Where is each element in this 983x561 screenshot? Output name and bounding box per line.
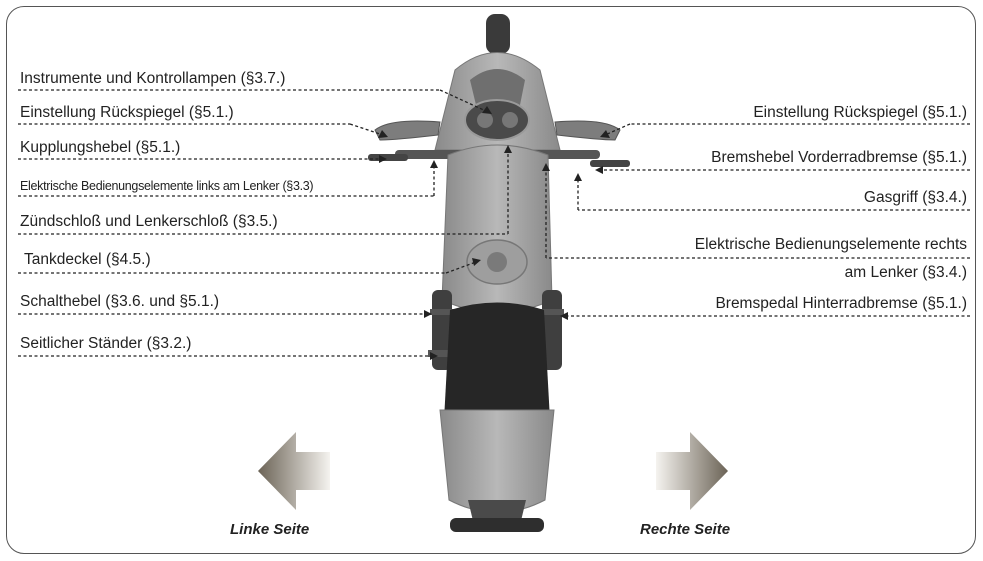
motorcycle xyxy=(368,14,630,532)
right-side-caption: Rechte Seite xyxy=(640,521,730,538)
instrument-cluster xyxy=(465,100,529,140)
left-side-caption: Linke Seite xyxy=(230,521,309,538)
label-front-brake-lever: Bremshebel Vorderradbremse (§5.1.) xyxy=(711,149,967,167)
label-instruments: Instrumente und Kontrollampen (§3.7.) xyxy=(20,70,285,88)
label-right-controls-line2: am Lenker (§3.4.) xyxy=(845,264,967,282)
right-side-arrow xyxy=(656,432,728,510)
label-tank-cap: Tankdeckel (§4.5.) xyxy=(24,251,151,269)
label-side-stand: Seitlicher Ständer (§3.2.) xyxy=(20,335,191,353)
tail-section xyxy=(440,410,554,513)
label-rear-brake-pedal: Bremspedal Hinterradbremse (§5.1.) xyxy=(715,295,967,313)
label-throttle: Gasgriff (§3.4.) xyxy=(864,189,967,207)
label-left-controls: Elektrische Bedienungselemente links am … xyxy=(20,177,313,195)
rear-wheel xyxy=(450,518,544,532)
label-shift-lever: Schalthebel (§3.6. und §5.1.) xyxy=(20,293,219,311)
label-ignition: Zündschloß und Lenkerschloß (§3.5.) xyxy=(20,213,278,231)
front-wheel xyxy=(486,14,510,54)
right-mirror xyxy=(555,121,620,140)
fuel-tank xyxy=(442,145,552,313)
label-clutch-lever: Kupplungshebel (§5.1.) xyxy=(20,139,180,157)
seat xyxy=(444,303,550,428)
label-mirror-right: Einstellung Rückspiegel (§5.1.) xyxy=(753,104,967,122)
brake-lever xyxy=(590,160,630,167)
clutch-lever xyxy=(368,154,408,161)
label-mirror-left: Einstellung Rückspiegel (§5.1.) xyxy=(20,104,234,122)
left-side-arrow xyxy=(258,432,330,510)
label-right-controls-line1: Elektrische Bedienungselemente rechts xyxy=(695,236,967,254)
